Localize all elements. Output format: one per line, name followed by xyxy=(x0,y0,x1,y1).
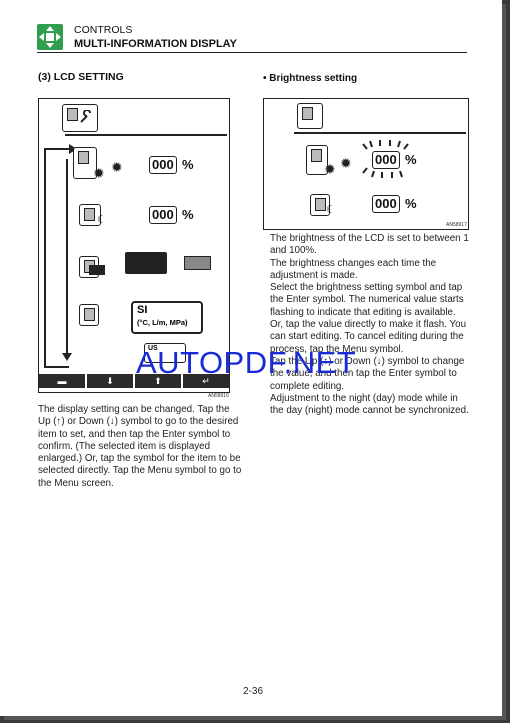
menu-divider xyxy=(65,134,227,136)
night-brightness-icon[interactable] xyxy=(310,194,330,216)
sun-icon: ✹ xyxy=(111,159,123,175)
percent-label: % xyxy=(182,157,194,172)
watermark: AUTOPDF.NET xyxy=(136,345,357,380)
settings-wrench-icon xyxy=(62,104,98,132)
sun-icon: ✹ xyxy=(340,155,352,171)
units-si-label: SI xyxy=(137,304,148,316)
moon-icon: ☾ xyxy=(326,204,336,216)
night-brightness-icon[interactable] xyxy=(79,204,101,226)
brightness-icon[interactable] xyxy=(73,147,97,179)
section-heading: (3) LCD SETTING xyxy=(38,71,124,83)
lcd-button-bar: ▬ ⬇ ⬆ ↵ xyxy=(39,374,229,388)
header-rule xyxy=(37,52,467,53)
units-us-option[interactable]: US xyxy=(144,343,186,363)
flashing-rays-icon xyxy=(362,140,409,178)
brightness-value[interactable]: 000 xyxy=(149,156,177,174)
lcd-setting-paragraph: The display setting can be changed. Tap … xyxy=(38,404,242,489)
menu-divider xyxy=(294,132,466,134)
header-title: MULTI-INFORMATION DISPLAY xyxy=(74,38,237,50)
enter-button[interactable]: ↵ xyxy=(183,374,229,388)
dark-mode-option[interactable] xyxy=(125,252,167,274)
brightness-paragraph: The brightness of the LCD is set to betw… xyxy=(270,233,469,417)
units-icon[interactable] xyxy=(79,304,99,326)
night-brightness-value[interactable]: 000 xyxy=(372,195,400,213)
light-mode-option[interactable] xyxy=(184,256,211,270)
contrast-dark-swatch xyxy=(89,265,105,275)
settings-wrench-icon xyxy=(297,103,323,129)
lcd-setting-figure: ✹ ✹ 000 % ☾ 000 % SI (°C, L/m, MPa) US ▬… xyxy=(38,98,230,393)
up-button[interactable]: ⬆ xyxy=(135,374,181,388)
page-number: 2-36 xyxy=(243,686,264,697)
sun-icon: ✹ xyxy=(93,165,105,181)
brightness-figure: ✹ ✹ 000 % ☾ 000 % xyxy=(263,98,469,230)
figure-code: AN58916 xyxy=(208,393,229,399)
figure-code: AN58917 xyxy=(446,222,467,228)
units-si-desc: (°C, L/m, MPa) xyxy=(137,318,188,327)
percent-label: % xyxy=(182,207,194,222)
brightness-value[interactable]: 000 xyxy=(372,151,400,169)
moon-icon: ☾ xyxy=(97,214,107,226)
units-si-option[interactable]: SI (°C, L/m, MPa) xyxy=(131,301,203,334)
brightness-heading: • Brightness setting xyxy=(263,73,358,84)
percent-label: % xyxy=(405,196,417,211)
units-us-label: US xyxy=(148,345,158,352)
menu-button[interactable]: ▬ xyxy=(39,374,85,388)
down-button[interactable]: ⬇ xyxy=(87,374,133,388)
percent-label: % xyxy=(405,152,417,167)
manual-page: CONTROLS MULTI-INFORMATION DISPLAY (3) L… xyxy=(0,0,502,716)
controls-move-icon xyxy=(37,24,63,50)
night-brightness-value[interactable]: 000 xyxy=(149,206,177,224)
header-section: CONTROLS xyxy=(74,24,133,36)
sun-icon: ✹ xyxy=(324,161,336,177)
brightness-icon[interactable] xyxy=(306,145,328,175)
